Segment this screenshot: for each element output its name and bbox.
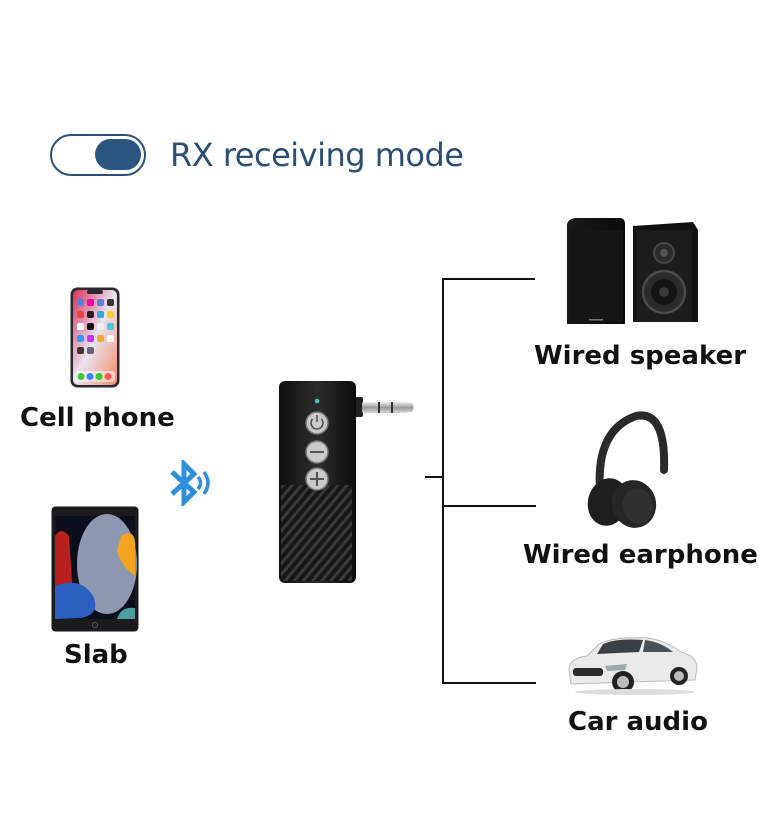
headphones-icon xyxy=(586,410,670,530)
smartphone-icon xyxy=(70,287,120,388)
mode-toggle[interactable] xyxy=(50,134,146,176)
bluetooth-receiver-device xyxy=(278,380,418,585)
connector-branch-speaker xyxy=(442,278,535,280)
toggle-knob xyxy=(95,139,141,170)
output-label-wired-earphone: Wired earphone xyxy=(523,540,758,570)
output-label-wired-speaker: Wired speaker xyxy=(534,341,747,371)
speaker-icon xyxy=(565,216,703,326)
connector-branch-car xyxy=(442,682,536,684)
car-icon xyxy=(565,630,701,698)
mode-label: RX receiving mode xyxy=(170,136,464,174)
connector-stub xyxy=(425,476,444,478)
source-label-cell-phone: Cell phone xyxy=(20,403,175,433)
source-label-slab: Slab xyxy=(64,640,128,670)
connector-branch-earphone xyxy=(442,505,536,507)
output-label-car-audio: Car audio xyxy=(568,707,708,737)
connector-trunk xyxy=(442,279,444,684)
bluetooth-icon xyxy=(168,457,212,509)
tablet-icon xyxy=(51,506,139,632)
